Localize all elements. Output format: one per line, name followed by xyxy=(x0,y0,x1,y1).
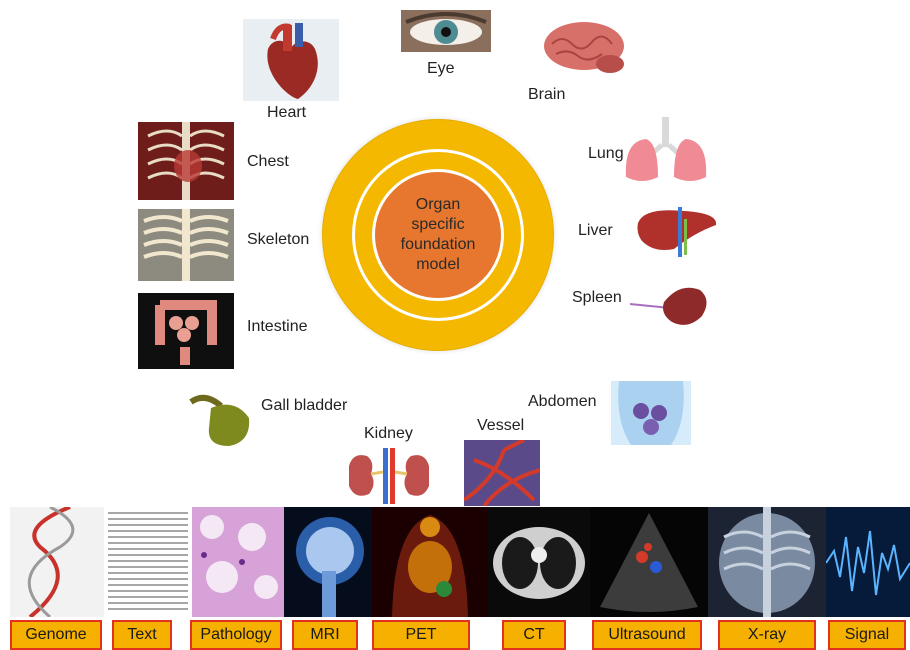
skeleton-image xyxy=(138,209,234,281)
mri-image xyxy=(284,507,372,617)
center-line-2: specific xyxy=(383,215,493,235)
text-image xyxy=(104,507,192,617)
center-line-1: Organ xyxy=(383,195,493,215)
heart-image xyxy=(243,19,339,101)
signal-image xyxy=(826,507,910,617)
foundation-model-label: Organ specific foundation model xyxy=(383,195,493,275)
lung-image xyxy=(612,117,720,189)
modality-mri: MRI xyxy=(292,620,358,650)
chest-image xyxy=(138,122,234,200)
spleen-label: Spleen xyxy=(572,289,622,307)
liver-image xyxy=(634,203,720,259)
genome-image xyxy=(10,507,104,617)
modality-pet: PET xyxy=(372,620,470,650)
gall-bladder-image xyxy=(185,388,255,450)
heart-label: Heart xyxy=(267,104,306,122)
intestine-image xyxy=(138,293,234,369)
center-line-3: foundation xyxy=(383,235,493,255)
ct-image xyxy=(488,507,590,617)
modality-xray: X-ray xyxy=(718,620,816,650)
pathology-image xyxy=(192,507,284,617)
brain-image xyxy=(538,16,634,82)
foundation-model-core: Organ specific foundation model xyxy=(372,169,504,301)
center-line-4: model xyxy=(383,255,493,275)
skeleton-label: Skeleton xyxy=(247,231,309,249)
modality-ultrasound: Ultrasound xyxy=(592,620,702,650)
abdomen-image xyxy=(611,381,691,445)
xray-image xyxy=(708,507,826,617)
vessel-image xyxy=(464,440,540,506)
vessel-label: Vessel xyxy=(477,417,524,435)
modality-strip: Genome Text Pathology MRI PET CT Ultraso… xyxy=(10,507,910,650)
gall-bladder-label: Gall bladder xyxy=(261,397,347,415)
chest-label: Chest xyxy=(247,153,289,171)
intestine-label: Intestine xyxy=(247,318,307,336)
lung-label: Lung xyxy=(588,145,624,163)
modality-ct: CT xyxy=(502,620,566,650)
kidney-image xyxy=(343,448,435,504)
eye-label: Eye xyxy=(427,60,455,78)
modality-signal: Signal xyxy=(828,620,906,650)
brain-label: Brain xyxy=(528,86,565,104)
eye-image xyxy=(401,10,491,52)
pet-image xyxy=(372,507,488,617)
modality-genome: Genome xyxy=(10,620,102,650)
modality-pathology: Pathology xyxy=(190,620,282,650)
modality-text: Text xyxy=(112,620,172,650)
spleen-image xyxy=(630,282,720,332)
ultrasound-image xyxy=(590,507,708,617)
kidney-label: Kidney xyxy=(364,425,413,443)
abdomen-label: Abdomen xyxy=(528,393,597,411)
liver-label: Liver xyxy=(578,222,613,240)
